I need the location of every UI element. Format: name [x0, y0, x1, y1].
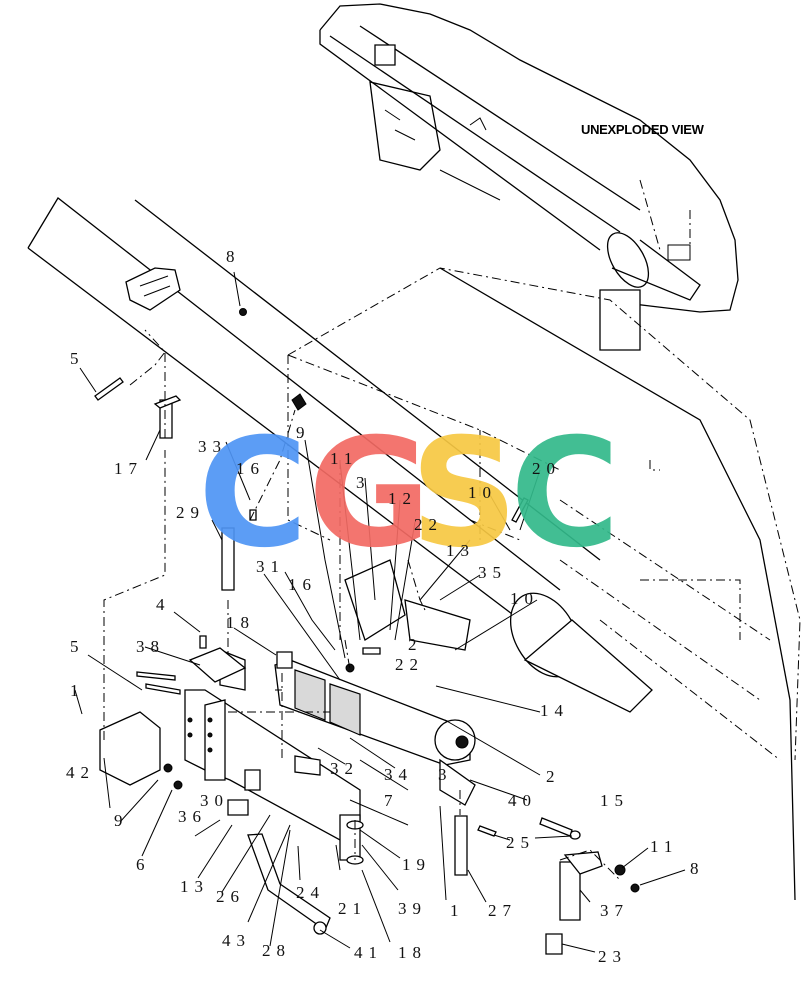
callout-36: 36 — [178, 807, 207, 826]
callout-19: 19 — [402, 855, 431, 874]
callout-34: 34 — [384, 765, 413, 784]
unexploded-view-inset: UNEXPLODED VIEW — [319, 3, 739, 351]
callout-1-left: 1 — [70, 681, 85, 700]
callout-16-top: 16 — [236, 459, 265, 478]
callout-29: 29 — [176, 503, 205, 522]
hardware-parts — [94, 308, 640, 955]
unexploded-view-label: UNEXPLODED VIEW — [581, 122, 705, 137]
callout-13-top: 13 — [446, 541, 475, 560]
callout-4: 4 — [156, 595, 171, 614]
callout-43: 43 — [222, 931, 251, 950]
watermark-letter-g: G — [308, 407, 431, 581]
callout-2-mid: 2 — [408, 635, 423, 654]
callout-27: 27 — [488, 901, 517, 920]
callout-22-top: 22 — [414, 515, 443, 534]
callout-21: 21 — [338, 899, 367, 918]
callout-5-left: 5 — [70, 637, 85, 656]
callout-8-right: 8 — [690, 859, 705, 878]
alignment-lines — [103, 329, 621, 881]
callout-13-left: 13 — [180, 877, 209, 896]
callout-18-top: 18 — [226, 613, 255, 632]
callout-2-right: 2 — [546, 767, 561, 786]
callout-1-bottom: 1 — [450, 901, 465, 920]
callout-3-mid: 3 — [438, 765, 453, 784]
callout-labels: 8 5 33 17 9 11 16 3 20 10 12 29 22 13 31… — [66, 247, 705, 966]
callout-28: 28 — [262, 941, 291, 960]
callout-9-top: 9 — [296, 423, 311, 442]
callout-38: 38 — [136, 637, 165, 656]
background-frame — [287, 267, 801, 901]
callout-16-mid: 16 — [288, 575, 317, 594]
callout-25: 25 — [506, 833, 535, 852]
callout-10-mid: 10 — [510, 589, 539, 608]
callout-11-right: 11 — [650, 837, 678, 856]
main-arm — [99, 559, 476, 865]
callout-31: 31 — [256, 557, 285, 576]
callout-17: 17 — [114, 459, 143, 478]
callout-15: 15 — [600, 791, 629, 810]
watermark-letter-c2: C — [510, 407, 620, 581]
callout-40: 40 — [508, 791, 537, 810]
callout-24: 24 — [296, 883, 325, 902]
callout-32: 32 — [330, 759, 359, 778]
callout-5-top: 5 — [70, 349, 85, 368]
cgsc-watermark: C G S C — [198, 407, 620, 581]
callout-9-left: 9 — [114, 811, 129, 830]
callout-8-top: 8 — [226, 247, 241, 266]
watermark-letter-c1: C — [198, 407, 308, 581]
callout-3-top: 3 — [356, 473, 371, 492]
callout-10-top: 10 — [468, 483, 497, 502]
callout-14: 14 — [540, 701, 569, 720]
callout-39: 39 — [398, 899, 427, 918]
callout-33: 33 — [198, 437, 227, 456]
callout-22-mid: 22 — [395, 655, 424, 674]
callout-23: 23 — [598, 947, 627, 966]
callout-20: 20 — [532, 459, 561, 478]
callout-18-bottom: 18 — [398, 943, 427, 962]
callout-7: 7 — [384, 791, 399, 810]
callout-6: 6 — [136, 855, 151, 874]
watermark-letter-s: S — [410, 407, 518, 581]
callout-41: 41 — [354, 943, 383, 962]
callout-35: 35 — [478, 563, 507, 582]
callout-30: 30 — [200, 791, 229, 810]
callout-11-top: 11 — [330, 449, 358, 468]
callout-42: 42 — [66, 763, 95, 782]
callout-26: 26 — [216, 887, 245, 906]
boom-tube — [27, 197, 653, 713]
callout-12: 12 — [388, 489, 417, 508]
callout-leaders — [74, 271, 686, 953]
callout-37: 37 — [600, 901, 629, 920]
